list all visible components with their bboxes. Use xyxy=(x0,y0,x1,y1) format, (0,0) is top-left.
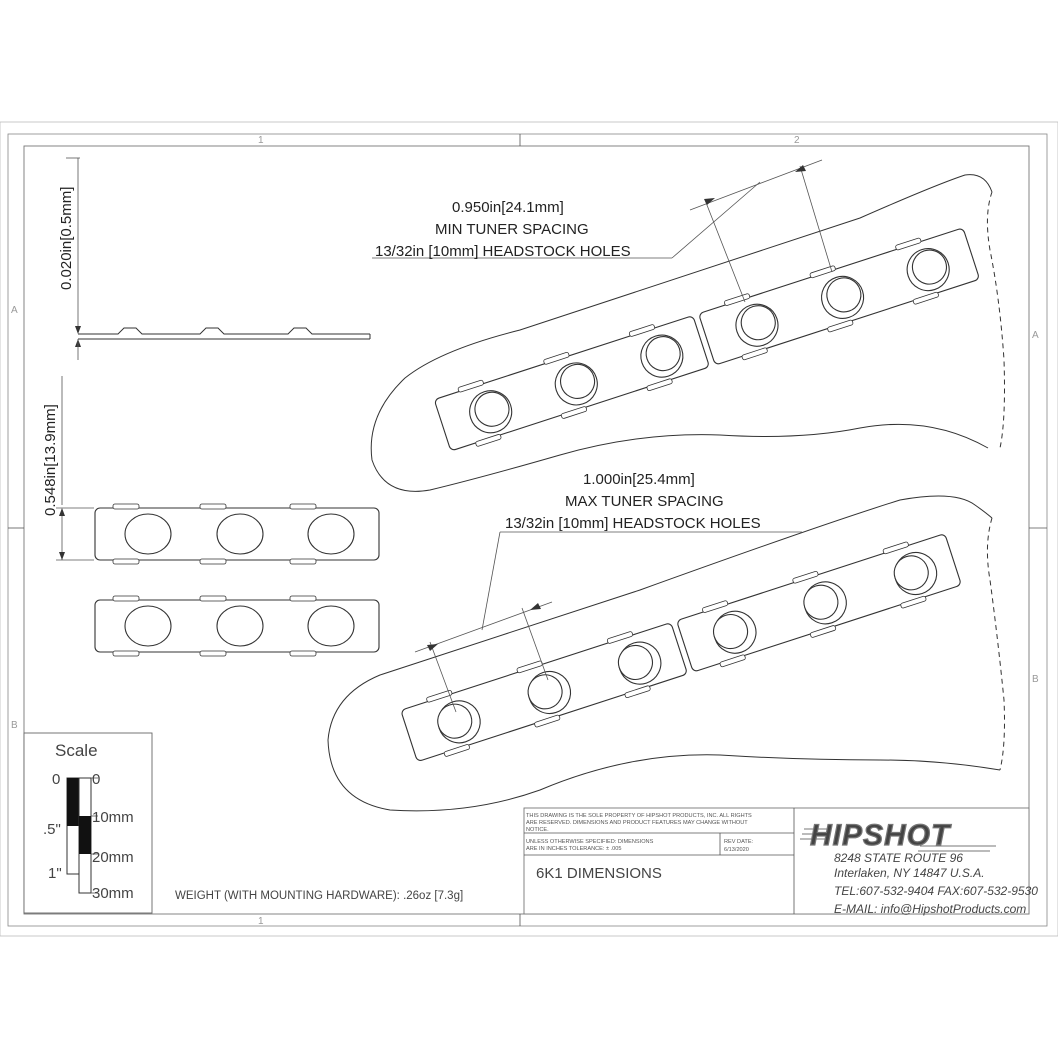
zone-top-2: 2 xyxy=(794,135,800,146)
max-spacing-dimension: 1.000in[25.4mm] xyxy=(583,471,695,488)
headstock-max-spacing xyxy=(327,495,1005,812)
scale-box xyxy=(23,732,153,914)
scale-mm-30: 30mm xyxy=(92,885,134,902)
scale-mm-0: 0 xyxy=(92,771,100,788)
max-spacing-holes: 13/32in [10mm] HEADSTOCK HOLES xyxy=(505,515,761,532)
address-line-2: Interlaken, NY 14847 U.S.A. xyxy=(834,866,985,880)
front-view-bottom xyxy=(94,595,380,657)
rev-date-label: REV DATE: xyxy=(724,839,754,845)
zone-left-b: B xyxy=(11,720,18,731)
front-view-top xyxy=(56,376,380,565)
scale-inch-0: 0 xyxy=(52,771,60,788)
min-spacing-holes: 13/32in [10mm] HEADSTOCK HOLES xyxy=(375,243,631,260)
headstock-min-spacing xyxy=(370,159,1005,492)
weight-note: WEIGHT (WITH MOUNTING HARDWARE): .26oz [… xyxy=(175,890,463,902)
title-block xyxy=(523,807,1030,915)
unless-specified-2: ARE IN INCHES TOLERANCE: ± .005 xyxy=(526,846,622,852)
scale-mm-10: 10mm xyxy=(92,809,134,826)
max-spacing-label: MAX TUNER SPACING xyxy=(565,493,724,510)
unless-specified-1: UNLESS OTHERWISE SPECIFIED: DIMENSIONS xyxy=(526,839,654,845)
zone-right-a: A xyxy=(1032,330,1039,341)
scale-inch-half: .5" xyxy=(43,821,61,838)
zone-bottom-1: 1 xyxy=(258,916,264,927)
height-dimension: 0.548in[13.9mm] xyxy=(42,404,59,516)
scale-title: Scale xyxy=(55,741,98,760)
hipshot-logo: HIPSHOT xyxy=(810,819,952,852)
phone-fax: TEL:607-532-9404 FAX:607-532-9530 xyxy=(834,884,1038,898)
zone-right-b: B xyxy=(1032,674,1039,685)
property-notice-3: NOTICE. xyxy=(526,827,549,833)
property-notice-1: THIS DRAWING IS THE SOLE PROPERTY OF HIP… xyxy=(526,813,752,819)
property-notice-2: ARE RESERVED. DIMENSIONS AND PRODUCT FEA… xyxy=(526,820,748,826)
zone-top-1: 1 xyxy=(258,135,264,146)
address-line-1: 8248 STATE ROUTE 96 xyxy=(834,851,963,865)
scale-mm-20: 20mm xyxy=(92,849,134,866)
zone-left-a: A xyxy=(11,305,18,316)
scale-inch-1: 1" xyxy=(48,865,62,882)
rev-date: 6/13/2020 xyxy=(724,847,749,853)
side-view xyxy=(66,157,371,360)
min-spacing-dimension: 0.950in[24.1mm] xyxy=(452,199,564,216)
min-spacing-label: MIN TUNER SPACING xyxy=(435,221,589,238)
drawing-title: 6K1 DIMENSIONS xyxy=(536,865,662,882)
email: E-MAIL: info@HipshotProducts.com xyxy=(834,902,1026,916)
thickness-dimension: 0.020in[0.5mm] xyxy=(58,187,75,290)
